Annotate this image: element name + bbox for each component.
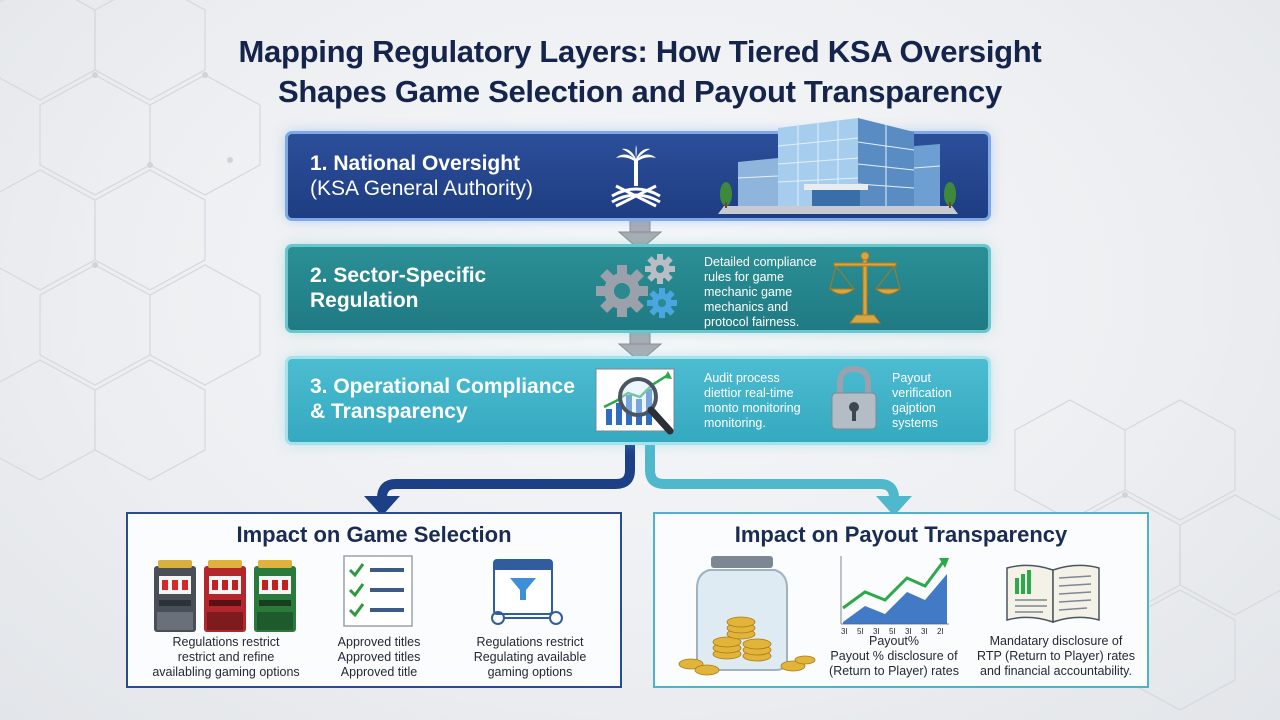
caption-line: and financial accountability. xyxy=(980,664,1132,678)
tier-operational-compliance: 3. Operational Compliance & Transparency… xyxy=(288,359,988,442)
slot-machines-icon xyxy=(154,560,296,632)
coin-jar-icon xyxy=(678,556,816,676)
balance-scale-icon xyxy=(828,251,902,324)
caption-line: Approved titles xyxy=(337,650,421,664)
government-building-icon xyxy=(718,118,958,214)
tier-3-note-2: Payout verification gajption systems xyxy=(892,371,952,431)
caption-line: Payout% xyxy=(868,634,920,648)
tier-2-note-line: protocol fairness. xyxy=(704,315,800,329)
tier-2-note-line: mechanics and xyxy=(704,300,789,314)
tier-1-title: 1. National Oversight (KSA General Autho… xyxy=(310,151,533,201)
tier-1-title-line-1: 1. National Oversight xyxy=(310,152,521,175)
caption-line: Regulations restrict xyxy=(476,635,584,649)
tier-3-note: Audit process diettior real-time monto m… xyxy=(704,371,801,431)
tier-3-note2-line: systems xyxy=(892,416,938,430)
audit-chart-magnifier-icon xyxy=(595,368,675,435)
tier-2-note-line: mechanic game xyxy=(704,285,793,299)
caption-line: Mandatary disclosure of xyxy=(989,634,1123,648)
caption-line: Regulating available xyxy=(473,650,587,664)
palm-swords-emblem-icon xyxy=(611,145,661,208)
caption-approved-titles: Approved titles Approved titles Approved… xyxy=(314,635,444,680)
caption-filtering: Regulations restrict Regulating availabl… xyxy=(450,635,610,680)
tier-3-note2-line: verification xyxy=(892,386,952,400)
down-arrow-2 xyxy=(617,329,663,363)
tier-2-title-line-1: 2. Sector-Specific xyxy=(310,264,487,287)
caption-line: (Return to Player) rates xyxy=(829,664,959,678)
tier-3-title: 3. Operational Compliance & Transparency xyxy=(310,374,575,424)
caption-line: Payout % disclosure of xyxy=(830,649,958,663)
tier-3-title-line-2: & Transparency xyxy=(310,400,468,423)
tier-2-note: Detailed compliance rules for game mecha… xyxy=(704,255,817,330)
branch-arrow-left xyxy=(377,444,635,502)
tier-1-title-line-2: (KSA General Authority) xyxy=(310,177,533,200)
panel-game-selection-heading: Impact on Game Selection xyxy=(236,522,512,547)
open-book-report-icon xyxy=(1006,564,1100,624)
chart-tick: 2I xyxy=(937,627,944,636)
rising-chart-icon: 3I 5I 3I 5I 3I 3I 2I xyxy=(840,556,949,636)
chart-tick: 5I xyxy=(857,627,864,636)
caption-line: Regulations restrict xyxy=(172,635,280,649)
tier-3-note-line: monto monitoring xyxy=(704,401,801,415)
panel-payout-transparency: Impact on Payout Transparency 3I 5I 3I 5… xyxy=(653,512,1149,688)
tier-3-note-line: diettior real-time xyxy=(704,386,794,400)
padlock-icon xyxy=(831,365,877,430)
chart-tick: 3I xyxy=(873,627,880,636)
caption-line: restrict and refine xyxy=(177,650,275,664)
title-line-2: Shapes Game Selection and Payout Transpa… xyxy=(278,74,1002,109)
page-title: Mapping Regulatory Layers: How Tiered KS… xyxy=(140,32,1140,112)
chart-tick: 3I xyxy=(905,627,912,636)
chart-tick: 5I xyxy=(889,627,896,636)
chart-tick: 3I xyxy=(921,627,928,636)
gears-icon xyxy=(596,254,677,318)
tier-3-note-line: monitoring. xyxy=(704,416,766,430)
checklist-icon xyxy=(343,555,413,627)
caption-rtp-disclosure: Mandatary disclosure of RTP (Return to P… xyxy=(971,634,1141,679)
tier-2-note-line: Detailed compliance xyxy=(704,255,817,269)
down-arrow-1 xyxy=(617,217,663,251)
branch-arrow-right xyxy=(645,444,899,502)
tier-2-title: 2. Sector-Specific Regulation xyxy=(310,263,486,313)
caption-line: Approved titles xyxy=(337,635,421,649)
caption-line: availabling gaming options xyxy=(152,665,300,679)
caption-payout-rates: Payout% Payout % disclosure of (Return t… xyxy=(819,634,969,679)
caption-line: Approved title xyxy=(340,665,418,679)
tier-3-title-line-1: 3. Operational Compliance xyxy=(310,375,575,398)
tier-sector-regulation: 2. Sector-Specific Regulation xyxy=(288,247,988,330)
tier-3-note-line: Audit process xyxy=(704,371,780,385)
panel-payout-heading: Impact on Payout Transparency xyxy=(734,522,1068,547)
tier-national-oversight: 1. National Oversight (KSA General Autho… xyxy=(288,118,988,218)
caption-line: gaming options xyxy=(487,665,573,679)
title-line-1: Mapping Regulatory Layers: How Tiered KS… xyxy=(238,34,1042,69)
panel-game-selection: Impact on Game Selection Regul xyxy=(126,512,622,688)
chart-tick: 3I xyxy=(841,627,848,636)
caption-line: RTP (Return to Player) rates xyxy=(977,649,1135,663)
tier-2-note-line: rules for game xyxy=(704,270,784,284)
tier-3-note2-line: gajption xyxy=(892,401,936,415)
tier-3-note2-line: Payout xyxy=(892,371,931,385)
caption-slot-machines: Regulations restrict restrict and refine… xyxy=(136,635,316,680)
tier-2-title-line-2: Regulation xyxy=(310,289,419,312)
filter-browser-icon xyxy=(491,559,563,625)
